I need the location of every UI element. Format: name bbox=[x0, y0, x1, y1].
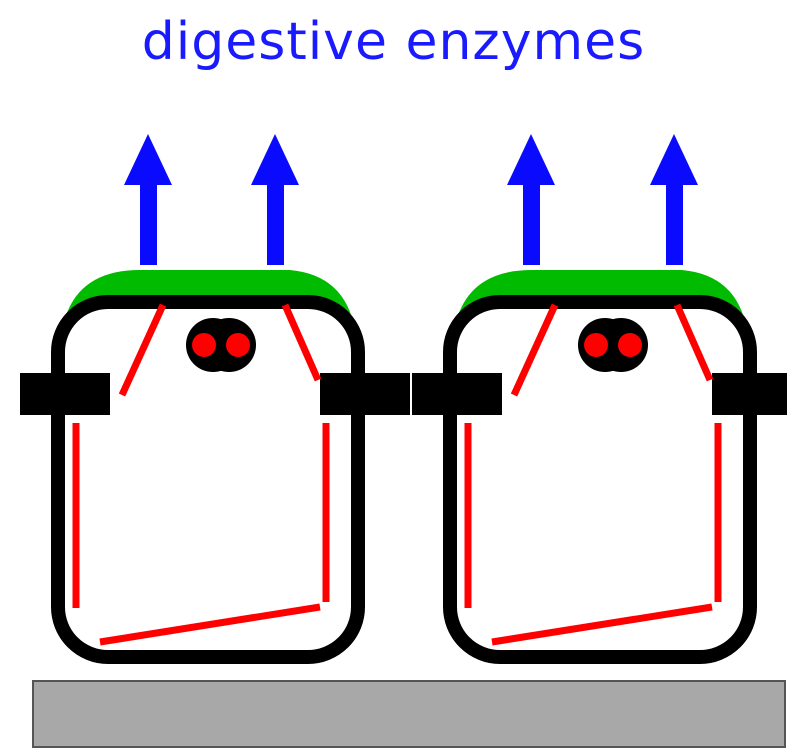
cell-right-anchor-right bbox=[712, 373, 787, 415]
cell-right-wall bbox=[443, 295, 757, 664]
filament bbox=[673, 303, 714, 382]
filament bbox=[99, 603, 321, 646]
filament bbox=[510, 303, 559, 397]
cell-right-filaments bbox=[464, 303, 722, 646]
substrate-surface bbox=[32, 680, 786, 748]
cell-left-filaments bbox=[72, 303, 330, 646]
nucleoid-icon bbox=[578, 318, 648, 372]
up-arrow-icon bbox=[507, 134, 555, 265]
diagram-title: digestive enzymes bbox=[141, 12, 646, 72]
cell-left-wall bbox=[51, 295, 365, 664]
cell-left bbox=[20, 134, 410, 664]
up-arrow-icon bbox=[251, 134, 299, 265]
up-arrow-icon bbox=[650, 134, 698, 265]
nucleoid-icon bbox=[186, 318, 256, 372]
filament bbox=[281, 303, 322, 382]
filament bbox=[491, 603, 713, 646]
cell-left-anchor-left bbox=[20, 373, 110, 415]
filament bbox=[118, 303, 167, 397]
cell-right bbox=[412, 134, 787, 664]
cell-right-anchor-left bbox=[412, 373, 502, 415]
up-arrow-icon bbox=[124, 134, 172, 265]
cell-left-anchor-right bbox=[320, 373, 410, 415]
